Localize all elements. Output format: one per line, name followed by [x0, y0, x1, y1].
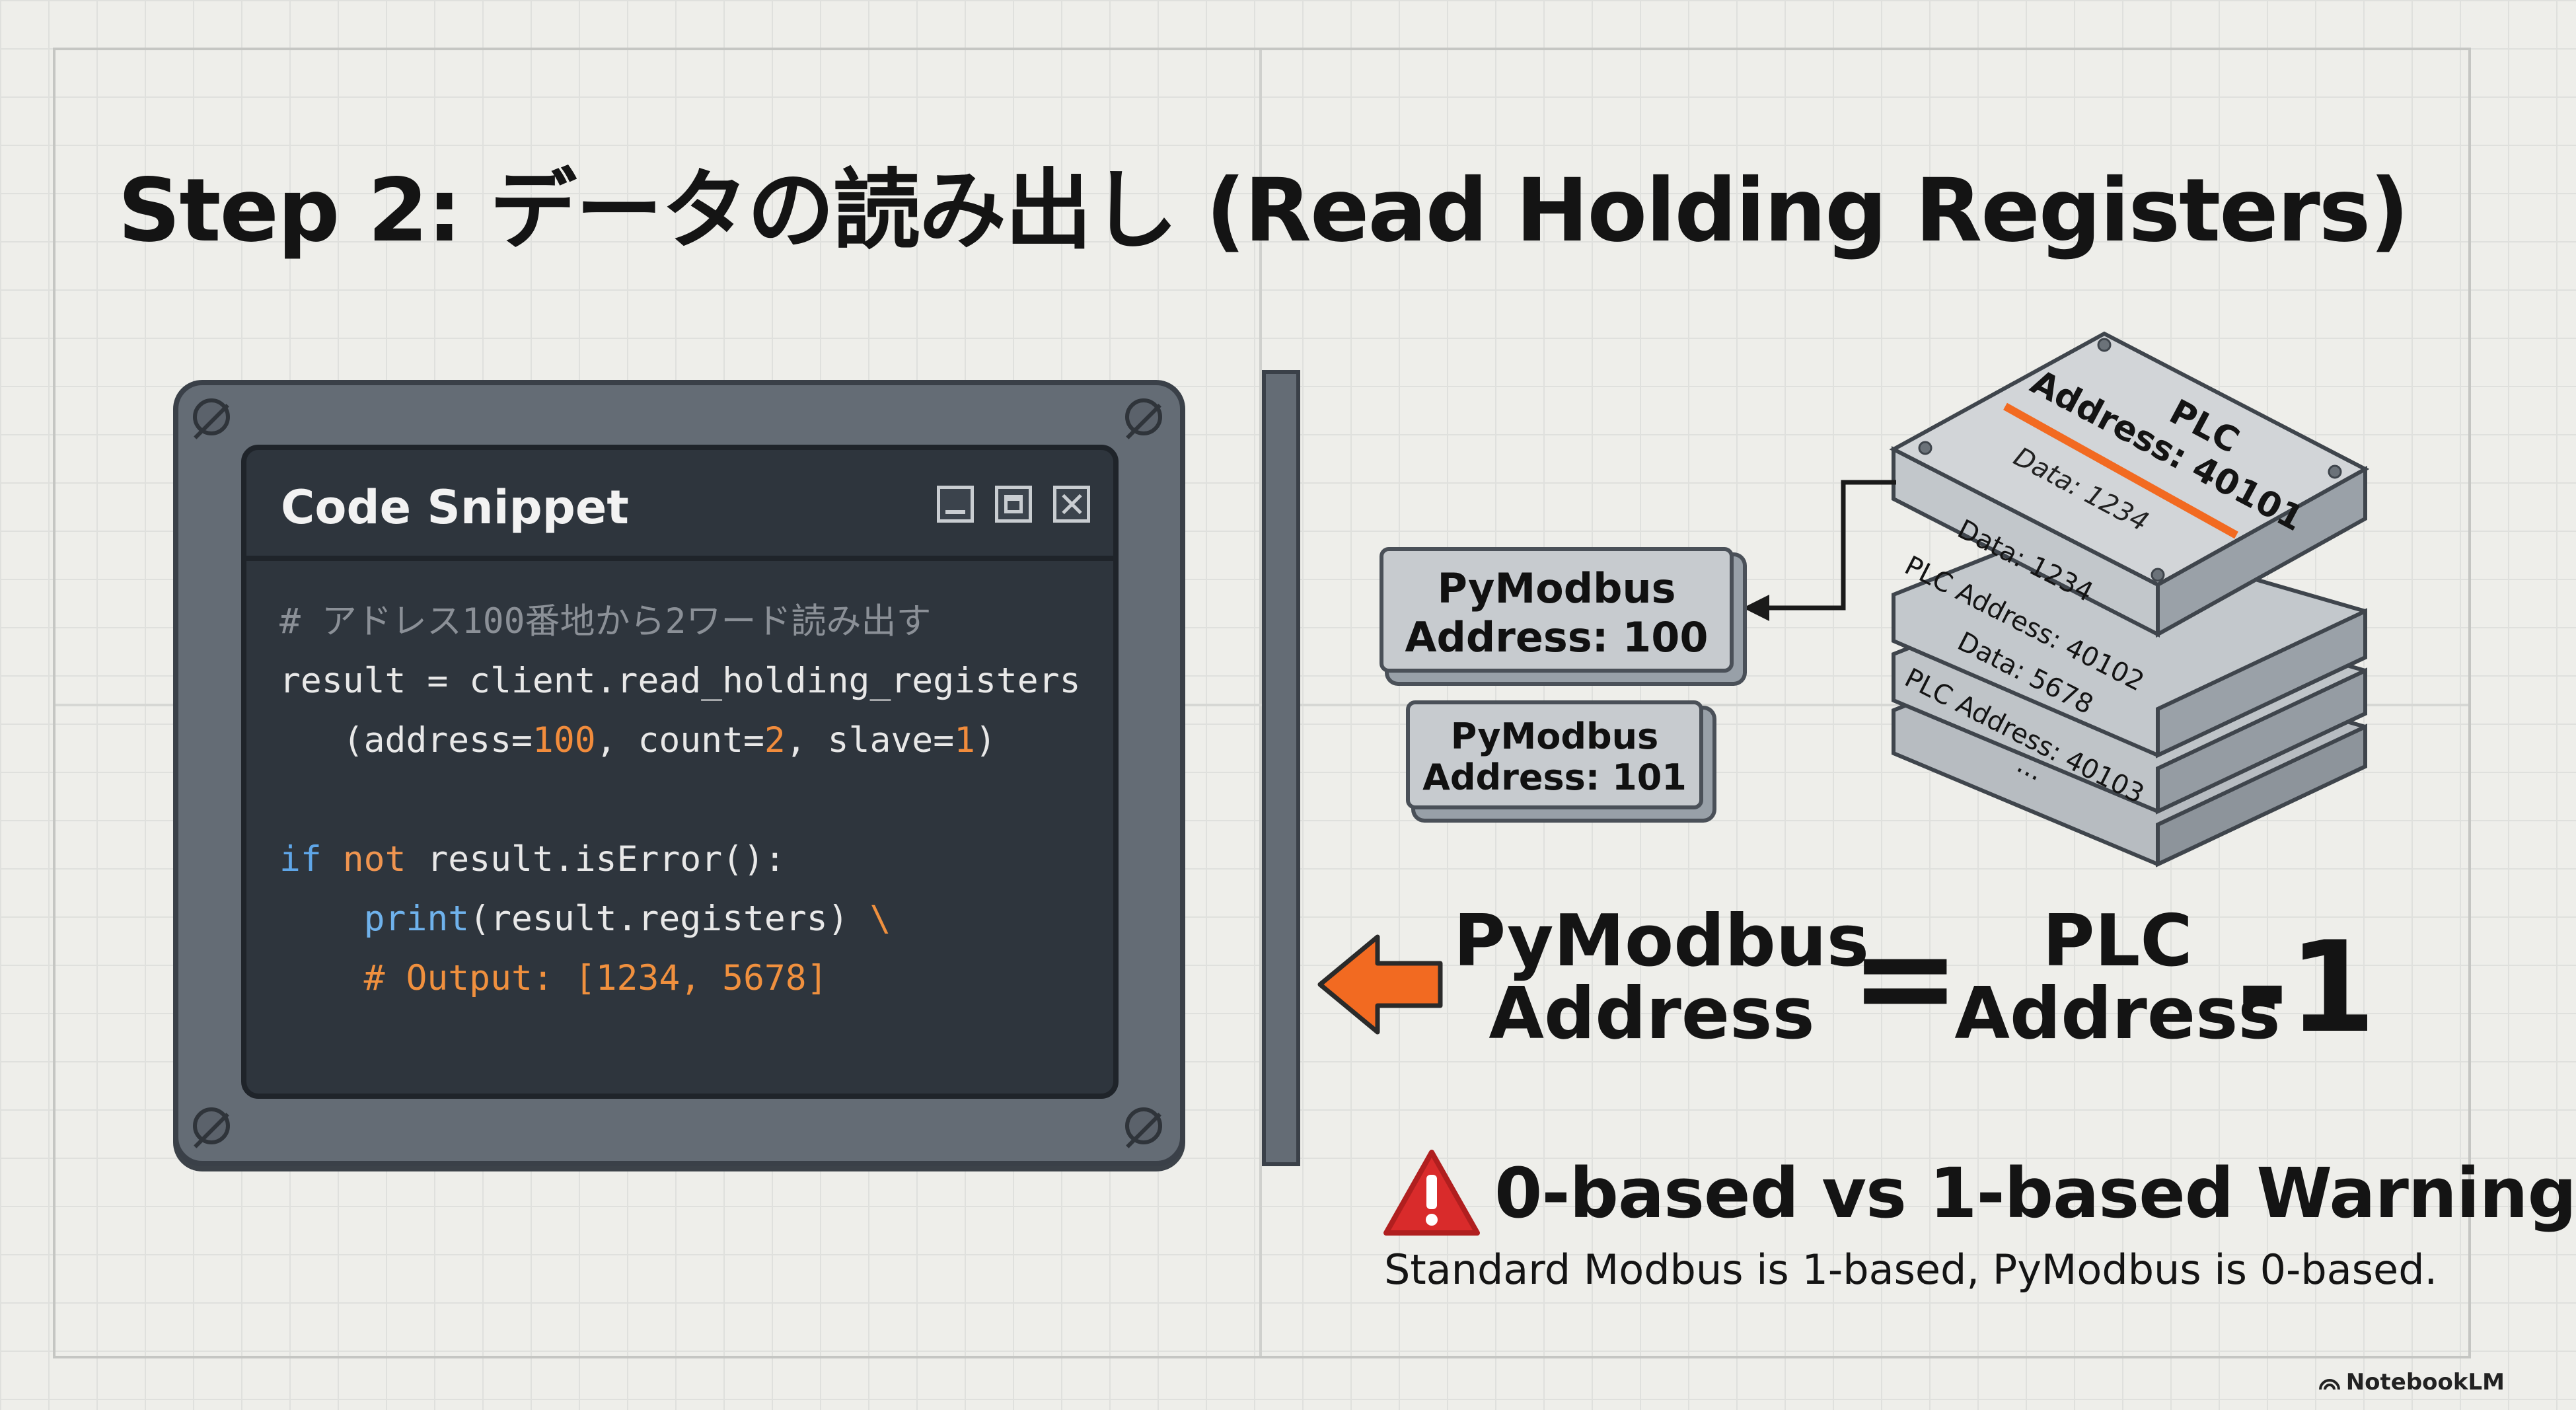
connector-arrow	[1743, 480, 1896, 621]
code-token: not	[342, 839, 406, 879]
code-token: print	[363, 899, 470, 939]
maximize-icon[interactable]	[995, 486, 1032, 523]
equation-minus-one: -1	[2236, 914, 2376, 1060]
slide-title: Step 2: データの読み出し (Read Holding Registers…	[118, 160, 2409, 262]
pymodbus-box-address: Address: 100	[1405, 613, 1709, 661]
pymodbus-address-box: PyModbus Address: 101	[1406, 700, 1703, 809]
screw-icon	[193, 398, 230, 435]
brand-mark: NotebookLM	[2318, 1369, 2505, 1395]
equation-right: PLC Address	[1942, 905, 2293, 1051]
code-token: # アドレス100番地から2ワード読み出す	[279, 601, 932, 642]
equation-left: PyModbus Address	[1454, 900, 1870, 1055]
slide-frame	[53, 48, 2471, 1358]
brand-name: NotebookLM	[2345, 1369, 2505, 1395]
code-line: result = client.read_holding_registers	[279, 651, 1081, 711]
code-token: 100	[532, 720, 596, 761]
code-line: # Output: [1234, 5678]	[279, 949, 1081, 1008]
code-block: # アドレス100番地から2ワード読み出す result = client.rea…	[279, 592, 1081, 1008]
code-token	[279, 899, 364, 939]
warning-text: Standard Modbus is 1-based, PyModbus is …	[1384, 1245, 2438, 1294]
code-token	[322, 839, 343, 879]
code-token: 2	[764, 720, 786, 761]
code-token: , count=	[595, 720, 764, 761]
notebooklm-logo-icon	[2318, 1379, 2340, 1390]
code-line: if not result.isError():	[279, 830, 1081, 889]
equation-equals: =	[1850, 901, 1961, 1055]
code-token: \	[869, 899, 891, 939]
divider-bar	[1262, 370, 1300, 1166]
close-icon[interactable]	[1053, 486, 1090, 523]
screw-icon	[193, 1107, 230, 1144]
code-token: )	[975, 720, 996, 761]
code-line	[279, 770, 1081, 830]
register-top-layer	[1889, 331, 2370, 638]
equation-left-line2: Address	[1489, 973, 1815, 1055]
equation-right-line1: PLC	[2042, 900, 2193, 983]
code-window-titlebar: Code Snippet	[246, 450, 1113, 561]
screw-icon	[1125, 398, 1162, 435]
orange-arrow-icon	[1317, 934, 1443, 1035]
code-token: result = client.read_holding_registers	[279, 661, 1081, 701]
pymodbus-box-label: PyModbus	[1437, 564, 1676, 612]
warning-icon	[1383, 1150, 1480, 1236]
code-line: # アドレス100番地から2ワード読み出す	[279, 592, 1081, 651]
equation-left-line1: PyModbus	[1454, 900, 1870, 983]
code-token: 1	[954, 720, 976, 761]
code-token: result.isError():	[406, 839, 786, 879]
plc-register-stack: PLC Address: 40101 Data: 1234 Data: 1234…	[1889, 331, 2370, 868]
code-line: (address=100, count=2, slave=1)	[279, 711, 1081, 770]
warning-title: 0-based vs 1-based Warning	[1494, 1153, 2576, 1234]
pymodbus-box-label: PyModbus	[1450, 716, 1659, 757]
code-window-title: Code Snippet	[281, 480, 629, 535]
code-line: print(result.registers) \	[279, 889, 1081, 949]
code-token: (result.registers)	[469, 899, 870, 939]
code-window: Code Snippet # アドレス100番地から2ワード読み出す result…	[241, 445, 1119, 1099]
code-token: if	[279, 839, 322, 879]
code-token: # Output: [1234, 5678]	[279, 958, 828, 998]
grid-guide-vertical	[1259, 50, 1262, 1356]
minimize-icon[interactable]	[937, 486, 974, 523]
equation-right-line2: Address	[1954, 973, 2281, 1055]
pymodbus-box-address: Address: 101	[1422, 757, 1687, 798]
code-token: (address=	[279, 720, 533, 761]
pymodbus-address-box: PyModbus Address: 100	[1380, 547, 1734, 673]
screw-icon	[1125, 1107, 1162, 1144]
code-token: , slave=	[785, 720, 955, 761]
